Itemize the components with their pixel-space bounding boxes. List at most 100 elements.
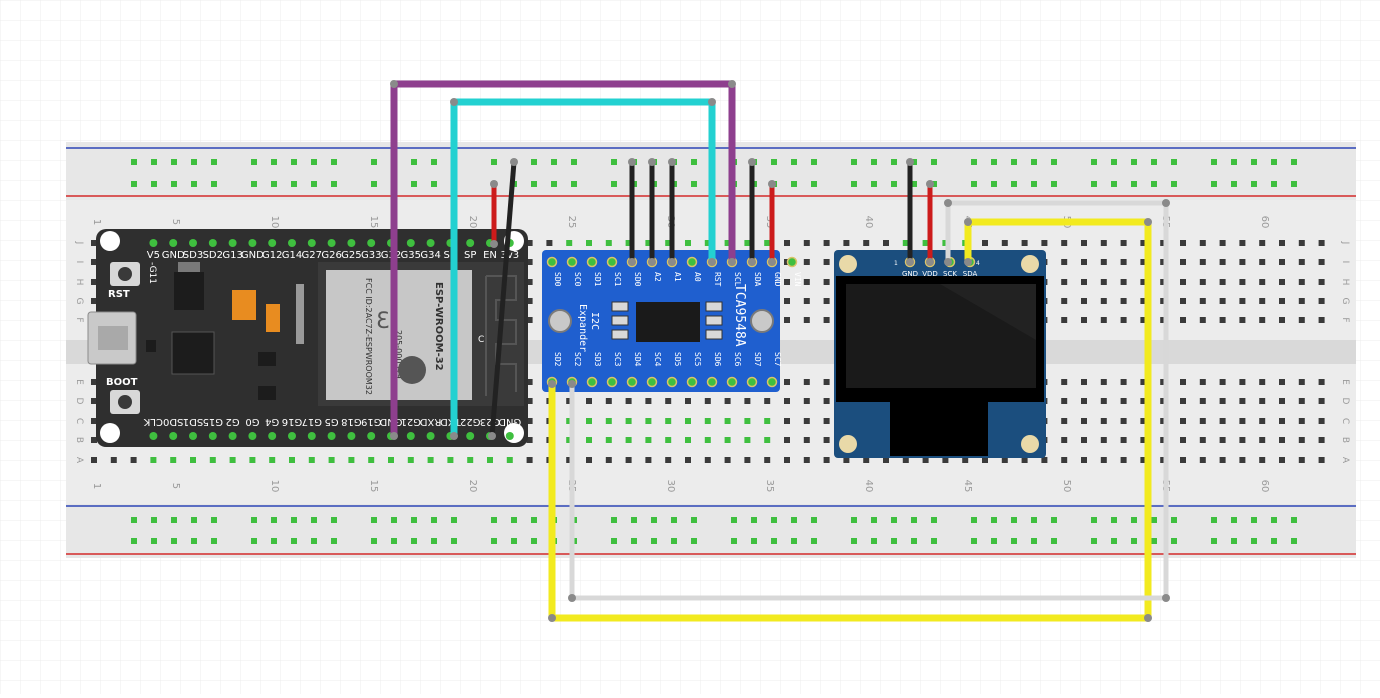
wire-white-sc2[interactable] [569, 200, 1169, 601]
breadboard-hole [1061, 317, 1068, 323]
breadboard-hole [1160, 379, 1167, 385]
esp32-pin[interactable] [228, 432, 237, 440]
tca-pin[interactable] [786, 256, 798, 268]
esp32-pin[interactable] [208, 239, 217, 247]
tca-pin[interactable] [666, 376, 678, 388]
esp32-pin-label-bottom: G18 [341, 416, 361, 427]
breadboard-hole [1180, 398, 1186, 404]
breadboard-hole [586, 240, 592, 246]
esp32-pin-label-bottom: RXD [420, 416, 442, 427]
breadboard-hole [942, 457, 949, 463]
rail-hole [651, 538, 657, 544]
breadboard-hole [1219, 398, 1226, 404]
row-letter: H [1340, 279, 1350, 286]
esp32-pin[interactable] [189, 239, 197, 247]
wire-joint [728, 80, 736, 88]
tca-pin[interactable] [626, 376, 638, 388]
esp32-pin[interactable] [169, 239, 178, 247]
esp32-pin[interactable] [505, 432, 514, 440]
esp32-pin[interactable] [466, 432, 475, 440]
wire-joint [628, 158, 636, 166]
breadboard-hole [1140, 240, 1147, 246]
breadboard-hole [1061, 259, 1068, 265]
breadboard-hole [1061, 457, 1068, 463]
esp32-pin[interactable] [466, 239, 475, 247]
esp32-pin[interactable] [268, 239, 277, 247]
rail-hole [1171, 181, 1177, 187]
oled-mount [839, 255, 857, 273]
tca-pin[interactable] [686, 256, 698, 268]
esp32-pin[interactable] [347, 432, 356, 440]
rail-hole [1131, 517, 1137, 523]
tca-pin[interactable] [726, 376, 738, 388]
wire-black-esp-gnd[interactable] [489, 161, 517, 437]
esp32-devkit[interactable]: RST BOOT -G11 C ESP-WROOM-32 205-000519 … [87, 229, 528, 447]
esp32-pin[interactable] [169, 432, 178, 440]
rail-hole [1251, 538, 1257, 544]
breadboard-hole [823, 240, 830, 246]
rail-hole [1111, 517, 1117, 523]
wire-purple-sda[interactable] [390, 80, 736, 436]
esp32-pin[interactable] [406, 239, 415, 247]
esp32-pin[interactable] [149, 432, 158, 440]
breadboard-hole [1180, 418, 1186, 424]
esp32-pin[interactable] [367, 432, 376, 440]
breadboard-hole [823, 398, 830, 404]
breadboard-hole [586, 437, 592, 443]
breadboard-hole [1239, 240, 1246, 246]
breadboard-hole [1021, 457, 1028, 463]
breadboard-hole [1298, 279, 1305, 285]
rail-hole [611, 159, 617, 165]
breadboard-hole [308, 457, 315, 463]
esp32-pin[interactable] [406, 432, 415, 440]
wire-cyan-scl[interactable] [450, 98, 716, 436]
esp32-pin[interactable] [189, 432, 197, 440]
breadboard-hole [1279, 279, 1285, 285]
tca-pin[interactable] [546, 256, 558, 268]
row-letter: H [74, 279, 84, 286]
wire-yellow-sda2[interactable] [548, 218, 1152, 622]
esp32-pin[interactable] [367, 239, 376, 247]
capacitor [232, 290, 256, 320]
esp32-pin[interactable] [288, 239, 296, 247]
breadboard-hole [1140, 298, 1147, 304]
tca-pin[interactable] [646, 376, 658, 388]
rail-hole [191, 181, 197, 187]
breadboard-hole [487, 457, 493, 463]
tca-pin[interactable] [606, 256, 618, 268]
esp32-pin[interactable] [426, 432, 435, 440]
esp32-pin[interactable] [307, 239, 316, 247]
breadboard-hole [1160, 279, 1167, 285]
tca-pin[interactable] [686, 376, 698, 388]
breadboard-hole [91, 379, 97, 385]
tca-pin[interactable] [746, 376, 758, 388]
tca-pin-label-bottom: SC4 [653, 352, 662, 367]
esp32-pin[interactable] [248, 432, 257, 440]
tca-pin[interactable] [706, 376, 718, 388]
esp32-pin[interactable] [208, 432, 217, 440]
tca-pin[interactable] [586, 376, 598, 388]
esp32-pin[interactable] [347, 239, 356, 247]
esp32-pin-label-top: SP [464, 250, 476, 261]
esp32-pin[interactable] [248, 239, 257, 247]
breadboard-hole [526, 298, 533, 304]
esp32-pin[interactable] [426, 239, 435, 247]
breadboard-hole [1140, 418, 1147, 424]
esp32-pin[interactable] [288, 432, 296, 440]
esp32-pin[interactable] [228, 239, 237, 247]
breadboard-hole [942, 240, 949, 246]
tca-pin[interactable] [566, 256, 578, 268]
esp32-pin[interactable] [149, 239, 158, 247]
rail-hole [1171, 159, 1177, 165]
tca-pin[interactable] [606, 376, 618, 388]
rail-hole [1291, 538, 1297, 544]
breadboard-hole [1120, 259, 1127, 265]
esp32-pin[interactable] [327, 432, 336, 440]
tca-pin[interactable] [766, 376, 778, 388]
tca-pin[interactable] [586, 256, 598, 268]
esp32-pin[interactable] [327, 239, 336, 247]
esp32-pin[interactable] [307, 432, 316, 440]
esp32-pin[interactable] [268, 432, 277, 440]
